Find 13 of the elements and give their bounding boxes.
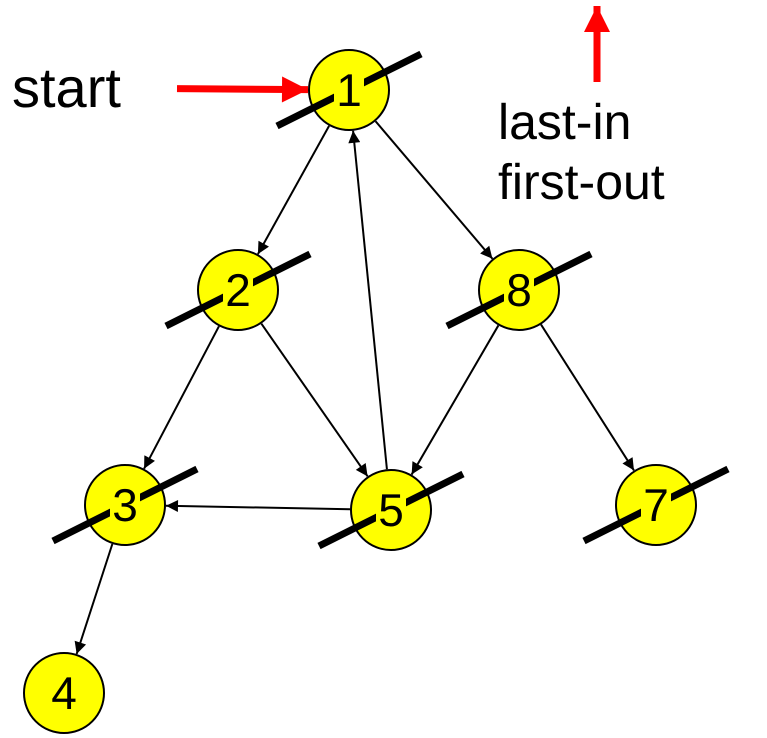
- arrow: [374, 120, 494, 260]
- arrow: [348, 130, 388, 470]
- text-label: last-in first-out: [498, 82, 734, 222]
- arrow: [260, 323, 368, 477]
- arrow: [143, 326, 220, 470]
- arrow: [74, 544, 114, 654]
- text-label: start: [12, 55, 177, 121]
- arrow: [410, 324, 500, 476]
- arrow: [166, 500, 350, 512]
- arrow: [540, 324, 635, 471]
- arrow: [257, 125, 330, 255]
- arrow: [584, 6, 610, 82]
- arrow: [176, 76, 308, 102]
